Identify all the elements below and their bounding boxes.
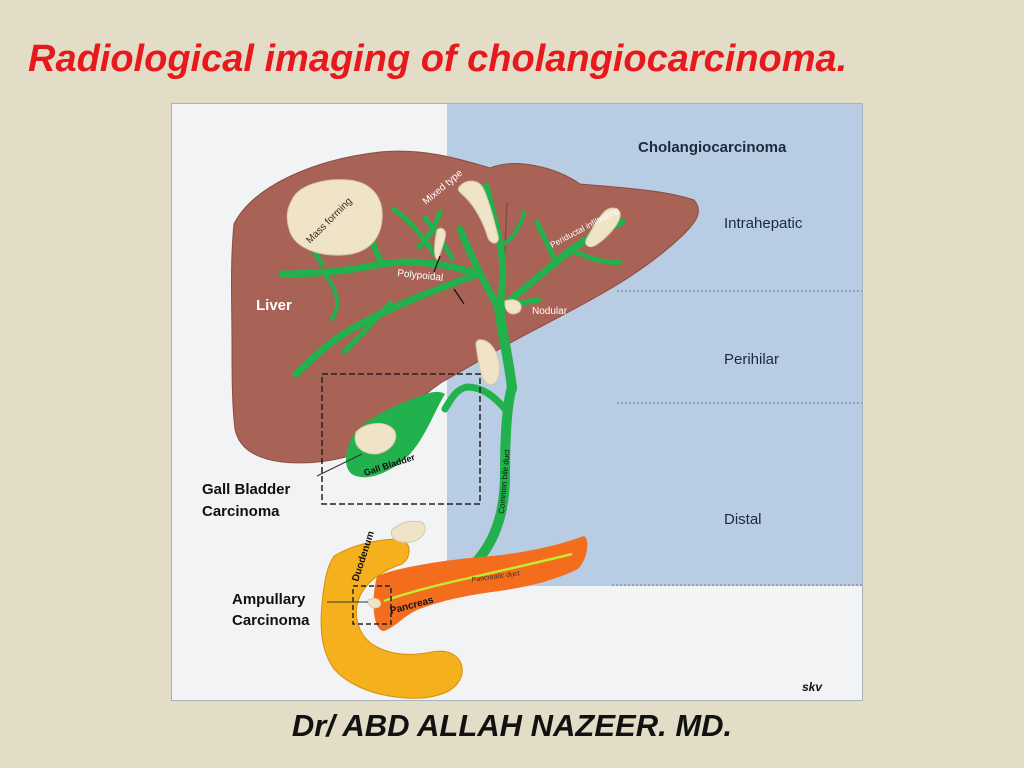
tumor-deposits bbox=[286, 179, 621, 609]
cholangiocarcinoma-diagram: Cholangiocarcinoma Intrahepatic Perihila… bbox=[171, 103, 863, 701]
region-distal: Distal bbox=[724, 511, 762, 528]
label-nodular: Nodular bbox=[532, 306, 568, 317]
diagram-heading: Cholangiocarcinoma bbox=[638, 139, 787, 156]
artist-signature: skv bbox=[802, 680, 823, 694]
region-perihilar: Perihilar bbox=[724, 351, 779, 368]
callout-gb-carcinoma-line1: Gall Bladder bbox=[202, 481, 291, 498]
callout-ampullary-line2: Carcinoma bbox=[232, 612, 310, 629]
callout-gb-carcinoma-line2: Carcinoma bbox=[202, 503, 280, 520]
pancreatic-duct bbox=[383, 552, 573, 603]
polypoidal-arrow bbox=[433, 255, 441, 273]
callout-ampullary-line1: Ampullary bbox=[232, 591, 306, 608]
diagram-canvas: Cholangiocarcinoma Intrahepatic Perihila… bbox=[202, 104, 862, 699]
liver-label: Liver bbox=[256, 297, 292, 314]
slide-title: Radiological imaging of cholangiocarcino… bbox=[28, 38, 848, 80]
author-credit: Dr/ ABD ALLAH NAZEER. MD. bbox=[291, 708, 733, 743]
mixed-type-arrow bbox=[453, 288, 465, 305]
region-intrahepatic: Intrahepatic bbox=[724, 215, 803, 232]
pancreas bbox=[373, 536, 588, 631]
gall-bladder-leader-line bbox=[316, 453, 363, 477]
duodenum bbox=[320, 538, 463, 699]
label-polypoidal: Polypoidal bbox=[397, 268, 444, 284]
ampulla-callout-box bbox=[352, 585, 392, 625]
